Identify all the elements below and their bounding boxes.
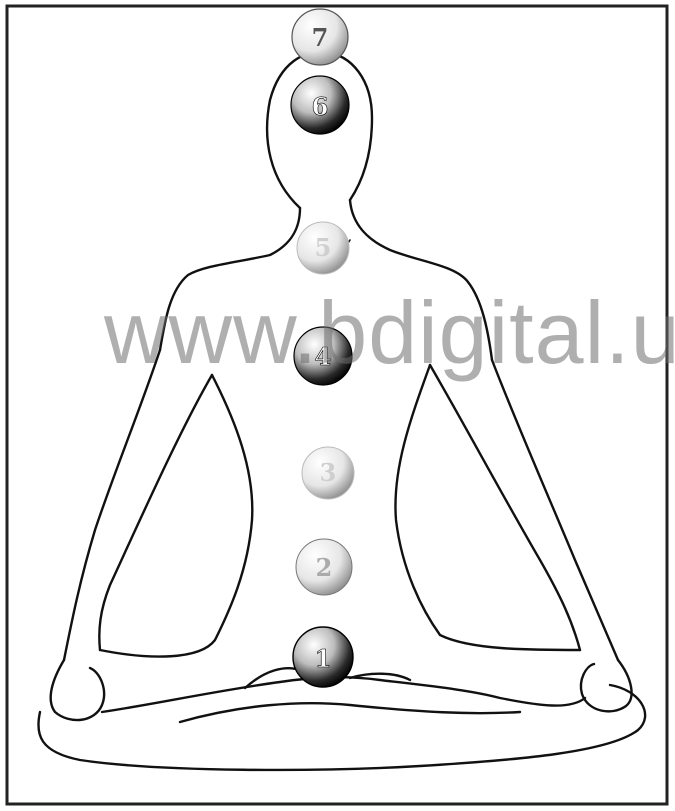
- left-arm-inner-outline: [99, 375, 212, 650]
- svg-text:1: 1: [315, 644, 332, 673]
- svg-text:3: 3: [320, 458, 337, 487]
- right-hand-outline: [581, 660, 632, 711]
- chakra-5: 5: [297, 222, 349, 274]
- chakra-4: 4: [294, 327, 352, 385]
- chakra-7: 7: [292, 9, 348, 65]
- svg-text:5: 5: [315, 233, 332, 262]
- right-arm-inner-outline: [430, 365, 580, 650]
- left-hand-outline: [51, 660, 104, 720]
- legs-inner-outline: [180, 703, 520, 722]
- svg-text:7: 7: [312, 23, 329, 52]
- legs-outline: [38, 685, 645, 770]
- right-shoulder-outline: [350, 200, 492, 360]
- left-shoulder-outline: [160, 208, 300, 350]
- chakra-1: 1: [293, 627, 353, 687]
- svg-text:4: 4: [315, 342, 332, 371]
- svg-text:6: 6: [312, 92, 329, 121]
- legs-fold-outline: [102, 677, 585, 712]
- chakra-2: 2: [296, 539, 352, 595]
- svg-text:2: 2: [316, 553, 333, 582]
- chakra-6: 6: [291, 76, 349, 134]
- left-torso-outline: [100, 375, 252, 657]
- chakra-3: 3: [302, 447, 354, 499]
